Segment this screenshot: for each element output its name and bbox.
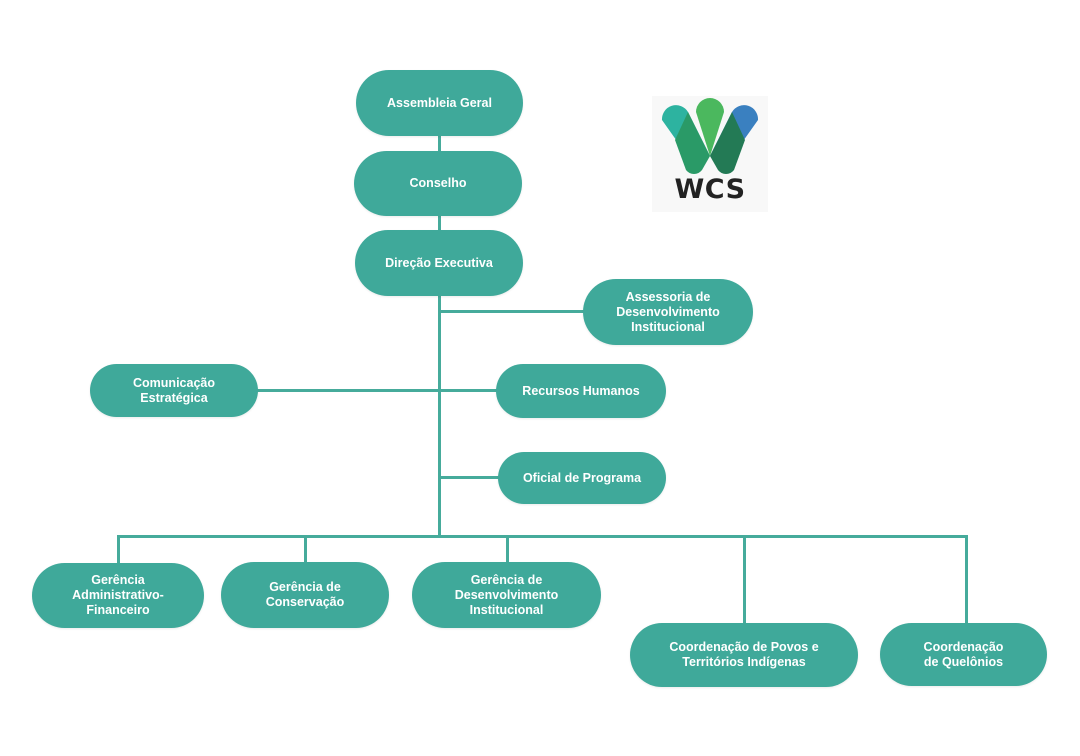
node-label: Direção Executiva (385, 255, 493, 270)
wcs-logo-text: WCS (674, 174, 746, 205)
connector-ger-desenv (506, 535, 509, 565)
node-label: Oficial de Programa (522, 470, 642, 485)
node-label: Conselho (409, 176, 467, 190)
node-label: Coordenação de Quelônios (923, 639, 1004, 669)
node-gerencia-conservacao: Gerência de Conservação (221, 562, 389, 628)
connector-coord-povos (743, 535, 746, 625)
node-comunicacao-estrategica: Comunicação Estratégica (90, 364, 258, 417)
node-label: Recursos Humanos (522, 383, 640, 398)
node-label: Comunicação Estratégica (133, 375, 215, 405)
node-conselho: Conselho (354, 151, 522, 216)
node-oficial-programa: Oficial de Programa (498, 452, 666, 504)
node-label: Coordenação de Povos e Territórios Indíg… (669, 640, 819, 669)
node-coordenacao-povos: Coordenação de Povos e Territórios Indíg… (630, 623, 858, 687)
connector-assessoria (440, 310, 586, 313)
node-assembleia-geral: Assembleia Geral (356, 70, 523, 136)
node-assessoria-desenvolvimento: Assessoria de Desenvolvimento Institucio… (583, 279, 753, 345)
wcs-w-logo-icon (661, 98, 759, 174)
node-coordenacao-quelonios: Coordenação de Quelônios (880, 623, 1047, 686)
connector-oficial (440, 476, 500, 479)
connector-bottom-bus (117, 535, 968, 538)
node-label: Assembleia Geral (387, 95, 492, 110)
node-label: Gerência Administrativo- Financeiro (72, 573, 164, 617)
connector-assembleia-conselho (438, 134, 441, 154)
connector-conselho-direcao (438, 214, 441, 234)
connector-ger-cons (304, 535, 307, 565)
node-label: Assessoria de Desenvolvimento Institucio… (616, 289, 720, 334)
node-label: Gerência de Conservação (265, 580, 345, 609)
node-direcao-executiva: Direção Executiva (355, 230, 523, 296)
connector-main-trunk (438, 294, 441, 538)
connector-ger-adm (117, 535, 120, 565)
wcs-logo: WCS (652, 96, 768, 212)
node-gerencia-adm-financeiro: Gerência Administrativo- Financeiro (32, 563, 204, 628)
connector-comunicacao-rh (256, 389, 498, 392)
node-recursos-humanos: Recursos Humanos (496, 364, 666, 418)
node-gerencia-desenvolvimento: Gerência de Desenvolvimento Instituciona… (412, 562, 601, 628)
node-label: Gerência de Desenvolvimento Instituciona… (454, 572, 559, 617)
connector-coord-quel (965, 535, 968, 625)
